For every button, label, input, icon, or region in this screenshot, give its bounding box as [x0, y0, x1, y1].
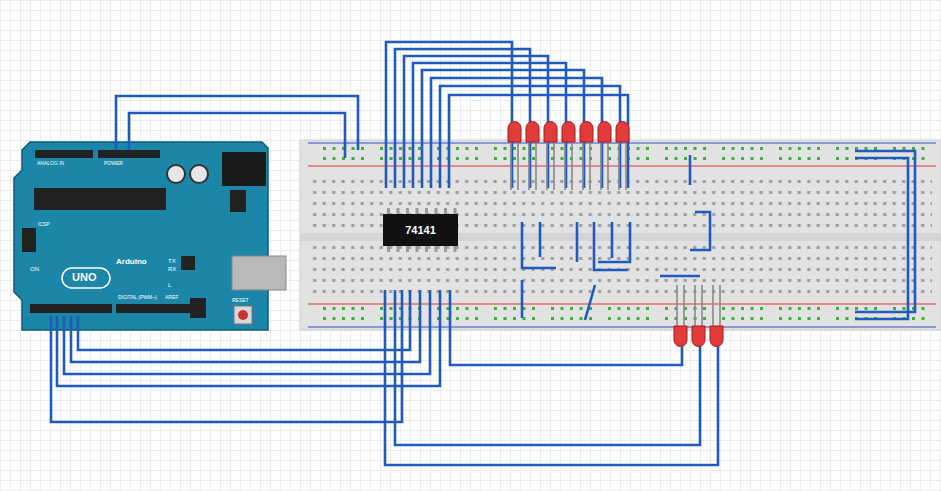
led-row-top: [508, 122, 629, 190]
led-label: RX: [168, 266, 176, 272]
logo-text: UNO: [72, 271, 96, 283]
chip-ic: 74141: [383, 214, 458, 246]
led-label: L: [168, 282, 171, 288]
button-label: RESET: [232, 297, 249, 303]
board-text-box: ANALOG IN: [37, 161, 64, 166]
logo-text-box: UNO: [72, 272, 96, 283]
header-label: DIGITAL (PWM~): [118, 294, 157, 300]
led-label: TX: [168, 258, 176, 264]
led-label: ON: [30, 266, 39, 272]
board-text-box: POWER: [104, 161, 123, 166]
header-label-box: ICSP: [38, 222, 50, 227]
brand-text: Arduino: [116, 257, 147, 266]
led-label-box: RX: [168, 266, 176, 272]
led-label-box: L: [168, 282, 171, 288]
chip-label: 74141: [405, 224, 436, 236]
button-label-box: RESET: [232, 298, 249, 303]
board-text: ANALOG IN: [37, 160, 64, 166]
header-label: ICSP: [38, 221, 50, 227]
brand-text-box: Arduino: [116, 258, 147, 266]
board-text: POWER: [104, 160, 123, 166]
pin-label-box: AREF: [165, 295, 178, 300]
led-label-box: ON: [30, 266, 39, 272]
led-label-box: TX: [168, 258, 176, 264]
arduino-board: [14, 142, 286, 330]
pin-label: AREF: [165, 294, 178, 300]
header-label-box: DIGITAL (PWM~): [118, 295, 157, 300]
wires: [51, 42, 915, 465]
led-row-bottom: [674, 285, 723, 347]
